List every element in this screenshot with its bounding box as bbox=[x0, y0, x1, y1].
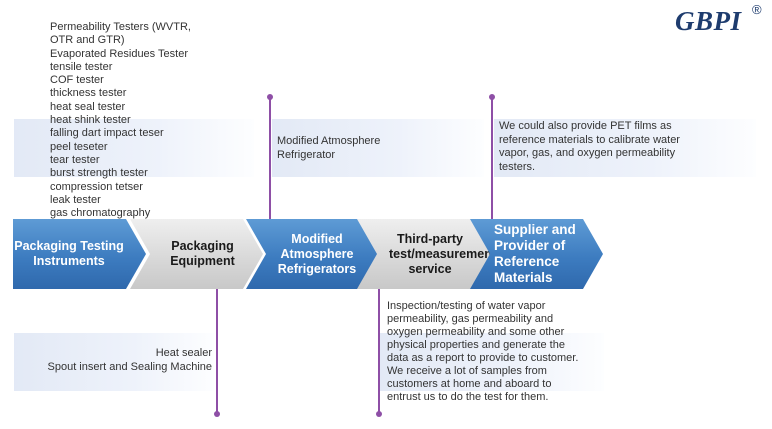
connector-dot-service bbox=[376, 411, 382, 417]
list-item: Evaporated Residues Tester bbox=[50, 47, 188, 60]
step-label: Packaging Testing Instruments bbox=[14, 239, 124, 268]
step-packaging-equipment: Packaging Equipment bbox=[130, 219, 263, 289]
bottom-band-right bbox=[380, 333, 604, 391]
list-item: OTR and GTR) bbox=[50, 34, 125, 47]
step-third-party-service: Third-party test/measurement service bbox=[357, 219, 495, 289]
refrigerator-note: Modified Atmosphere Refrigerator bbox=[277, 135, 381, 161]
top-band-left bbox=[14, 119, 254, 177]
list-item: peel teseter bbox=[50, 140, 108, 153]
connector-dot-equipment bbox=[214, 411, 220, 417]
gbpi-logo: GBPI bbox=[675, 6, 742, 36]
step-packaging-testing-instruments: Packaging Testing Instruments bbox=[13, 219, 146, 289]
list-item: compression tetser bbox=[50, 180, 143, 193]
step-label: Packaging Equipment bbox=[170, 239, 235, 268]
connector-line-refrigerator bbox=[269, 97, 271, 221]
list-item: heat shink tester bbox=[50, 114, 131, 127]
list-item: thickness tester bbox=[50, 87, 127, 100]
equipment-list: Heat sealer Spout insert and Sealing Mac… bbox=[14, 347, 213, 374]
step-modified-atmosphere-refrigerators: Modified Atmosphere Refrigerators bbox=[246, 219, 378, 289]
list-item: tear tester bbox=[50, 153, 100, 166]
step-label: Modified Atmosphere Refrigerators bbox=[277, 231, 357, 276]
bottom-band-left bbox=[14, 333, 214, 391]
list-item: Spout insert and Sealing Machine bbox=[47, 360, 213, 373]
connector-dot-refrigerator bbox=[267, 94, 273, 100]
list-item: burst strength tester bbox=[50, 167, 148, 180]
registered-mark: ® bbox=[752, 2, 762, 17]
step-label: Third-party test/measurement service bbox=[389, 231, 496, 276]
step-label: Supplier and Provider of Reference Mater… bbox=[494, 222, 576, 285]
connector-line-service bbox=[378, 289, 380, 414]
list-item: heat seal tester bbox=[50, 100, 126, 113]
connector-dot-supplier bbox=[489, 94, 495, 100]
connector-line-supplier bbox=[491, 97, 493, 221]
step-supplier-reference-materials: Supplier and Provider of Reference Mater… bbox=[470, 219, 603, 289]
list-item: COF tester bbox=[50, 74, 104, 87]
reference-materials-note: We could also provide PET films as refer… bbox=[499, 120, 680, 173]
top-band-right bbox=[494, 119, 756, 177]
list-item: gas chromatography bbox=[50, 207, 151, 220]
connector-line-equipment bbox=[216, 289, 218, 414]
list-item: Permeability Testers (WVTR, bbox=[50, 21, 191, 33]
list-item: tensile tester bbox=[50, 60, 113, 73]
service-note: Inspection/testing of water vapor permea… bbox=[387, 300, 579, 403]
testing-instruments-list: Permeability Testers (WVTR, OTR and GTR)… bbox=[50, 21, 260, 220]
list-item: leak tester bbox=[50, 193, 101, 206]
list-item: Heat sealer bbox=[155, 347, 212, 359]
top-band-middle bbox=[272, 119, 484, 177]
list-item: falling dart impact teser bbox=[50, 127, 164, 140]
